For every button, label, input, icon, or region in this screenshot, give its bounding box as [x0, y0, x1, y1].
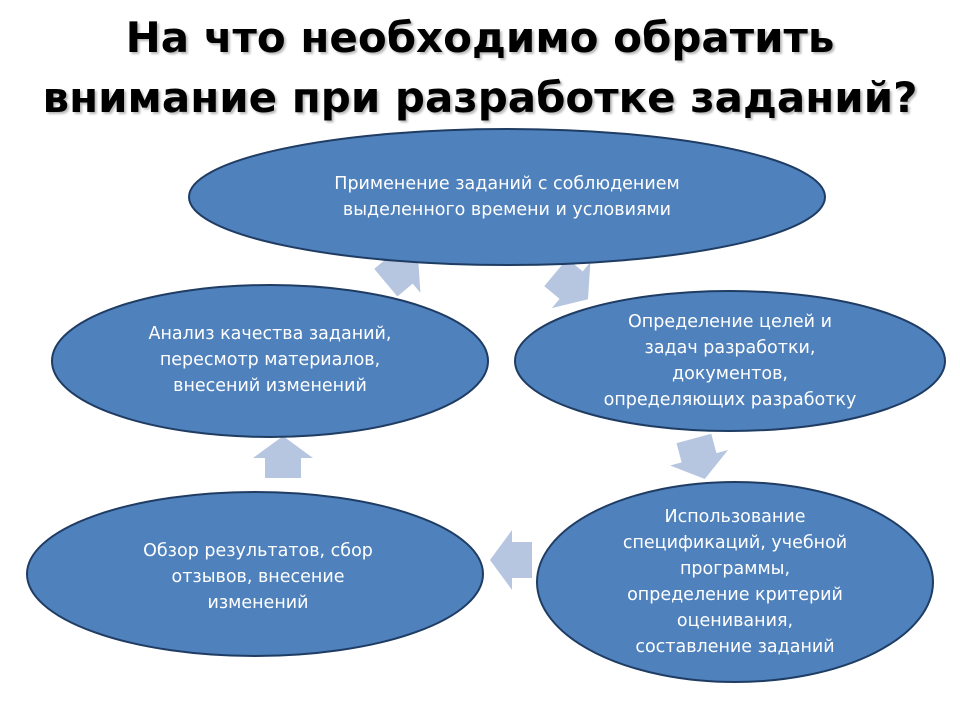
- slide-title-line-1: На что необходимо обратить: [125, 13, 835, 62]
- slide-title-line-2: внимание при разработке заданий?: [42, 73, 918, 122]
- node-application-ellipse: [188, 128, 826, 266]
- slide-title: На что необходимо обратить внимание при …: [0, 8, 960, 128]
- node-specs-ellipse: [536, 481, 934, 683]
- node-analysis-ellipse: [51, 284, 489, 438]
- arrow-review-to-analysis: [253, 436, 313, 478]
- node-goals-ellipse: [514, 290, 946, 432]
- arrow-specs-to-review: [490, 530, 532, 590]
- node-review-ellipse: [26, 491, 484, 657]
- arrow-application-to-goals: [544, 258, 591, 309]
- arrow-goals-to-specs: [670, 433, 729, 479]
